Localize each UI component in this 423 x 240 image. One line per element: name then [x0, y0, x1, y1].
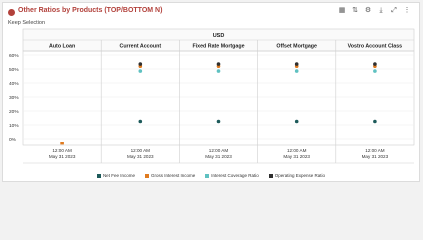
- legend-swatch: [205, 173, 210, 178]
- data-point: [60, 142, 64, 145]
- x-tick-label: May 31 2023: [127, 154, 154, 159]
- category-label: Current Account: [120, 44, 162, 50]
- expand-icon[interactable]: ⤢: [391, 7, 397, 14]
- legend-item[interactable]: Gross Interest Income: [144, 173, 196, 178]
- legend-label: Gross Interest Income: [150, 173, 196, 178]
- chart-legend: Net Fee Income Gross Interest Income Inter…: [3, 173, 419, 178]
- currency-header: USD: [213, 33, 225, 39]
- data-point: [294, 69, 299, 73]
- category-label: Auto Loan: [49, 44, 75, 50]
- x-tick-label: 12:00 AM: [131, 148, 151, 153]
- legend-label: Interest Coverage Ratio: [211, 173, 259, 178]
- keep-selection-link[interactable]: Keep Selection: [8, 20, 45, 26]
- legend-swatch: [268, 173, 273, 178]
- y-tick-label: 50%: [9, 67, 19, 73]
- legend-swatch: [96, 173, 101, 178]
- more-icon[interactable]: ⋮: [403, 7, 411, 14]
- y-tick-label: 20%: [9, 109, 19, 115]
- legend-item[interactable]: Operating Expense Ratio: [268, 173, 326, 178]
- data-point: [138, 119, 143, 124]
- x-tick-label: 12:00 AM: [52, 148, 72, 153]
- y-tick-label: 0%: [9, 137, 17, 143]
- x-tick-label: 12:00 AM: [209, 148, 229, 153]
- settings-icon[interactable]: ⚙: [364, 7, 372, 14]
- download-icon[interactable]: ⤓: [379, 7, 383, 14]
- toolbar: ▦ ⇅ ⚙ ⤓ ⤢ ⋮: [338, 7, 411, 15]
- legend-item[interactable]: Interest Coverage Ratio: [205, 173, 259, 178]
- legend-label: Operating Expense Ratio: [274, 173, 326, 178]
- category-label: Vostro Account Class: [348, 44, 403, 50]
- legend-swatch: [144, 173, 149, 178]
- y-tick-label: 30%: [9, 95, 19, 101]
- swap-icon[interactable]: ⇅: [352, 7, 358, 14]
- x-tick-label: May 31 2023: [283, 154, 310, 159]
- data-point: [216, 69, 221, 73]
- x-tick-label: 12:00 AM: [287, 148, 307, 153]
- data-point: [294, 119, 299, 124]
- category-label: Offset Mortgage: [276, 44, 317, 50]
- data-point: [216, 119, 221, 124]
- scatter-chart: USD 60% 50% 40% 30% 20% 10% 0% Auto Loan 12:00 AM…: [9, 28, 415, 164]
- data-point: [138, 62, 143, 66]
- x-tick-label: May 31 2023: [205, 154, 232, 159]
- x-tick-label: May 31 2023: [49, 154, 76, 159]
- data-point: [138, 69, 143, 73]
- y-tick-label: 40%: [9, 81, 19, 87]
- x-tick-label: 12:00 AM: [365, 148, 385, 153]
- y-tick-label: 10%: [9, 123, 19, 129]
- data-point: [216, 62, 221, 66]
- plot-frame: [22, 50, 415, 146]
- page-title: Other Ratios by Products (TOP/BOTTOM N): [18, 7, 163, 14]
- x-tick-label: May 31 2023: [362, 154, 389, 159]
- y-tick-label: 60%: [9, 53, 19, 59]
- legend-item[interactable]: Net Fee Income: [96, 173, 135, 178]
- chart-icon: [8, 9, 15, 16]
- category-label: Fixed Rate Mortgage: [192, 44, 244, 50]
- legend-label: Net Fee Income: [102, 173, 135, 178]
- data-point: [294, 62, 299, 66]
- chart-panel: Other Ratios by Products (TOP/BOTTOM N) …: [2, 2, 420, 182]
- table-icon[interactable]: ▦: [338, 7, 346, 14]
- data-point: [373, 69, 377, 73]
- data-point: [373, 62, 377, 66]
- data-point: [373, 119, 377, 124]
